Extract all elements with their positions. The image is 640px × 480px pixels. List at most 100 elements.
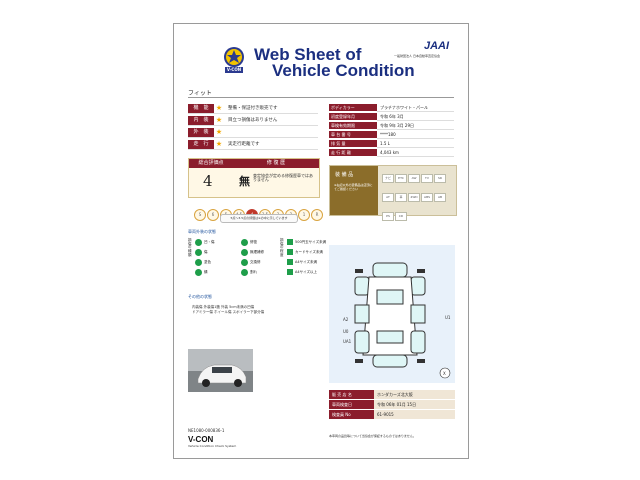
dealer-row: 車両検査日令和 06年 01月 15日 <box>329 400 455 409</box>
rating-label: 内 装 <box>188 116 214 125</box>
rating-text: 整備・保証付き販売です <box>228 106 278 111</box>
equipment-item: ナビ <box>382 174 394 183</box>
rating-star-icon: ★ <box>215 104 223 112</box>
legend-item: 交換修 <box>241 259 261 266</box>
spec-label: 排 気 量 <box>329 140 377 147</box>
spec-value: 令和 9年 3月 29日 <box>377 122 454 130</box>
legend-item-label: カードサイズ未満 <box>295 249 323 254</box>
footer-notice: 本車両の品質等について当協会が保証するものではありません。 <box>329 434 416 438</box>
rating-row: 外 装★ <box>188 128 318 138</box>
diagram-label-u1: U1 <box>445 315 451 320</box>
legend-item-label: 修復 <box>250 240 257 244</box>
legend-size-icon <box>287 269 293 275</box>
specs-block: ボディカラープラチナホワイト・パール初度登録年月令和 6年 3月車検有効期限令和… <box>329 104 455 158</box>
rating-label: 外 装 <box>188 128 214 137</box>
legend-size-icon <box>287 249 293 255</box>
equipment-title-text: 装 備 品 <box>335 172 354 178</box>
rating-label: 走 行 <box>188 140 214 149</box>
vehicle-condition-sheet: V-CON Web Sheet of Vehicle Condition JAA… <box>173 23 469 459</box>
dealer-row: 販 売 店 名ホンダカーズ北大阪 <box>329 390 455 399</box>
legend-dot-icon <box>241 259 248 266</box>
rating-star-icon: ★ <box>215 128 223 136</box>
repair-text: 査定協会が定める修復歴車ではありません <box>253 173 313 183</box>
equipment-item: AB <box>434 193 446 202</box>
jaai-logo: JAAI <box>424 40 450 52</box>
spec-row: 車検有効期限令和 9年 3月 29日 <box>329 122 455 130</box>
equipment-item: SR <box>434 174 446 183</box>
legend-item-label: 交換修 <box>250 260 261 264</box>
legend-item: 塗色 <box>195 259 211 266</box>
dealer-value: 61-9015 <box>374 410 455 419</box>
spec-value: プラチナホワイト・パール <box>377 104 454 112</box>
rating-text: 実走行距離です <box>228 142 260 147</box>
legend-item: A4サイズ以上 <box>287 269 317 275</box>
legend-item: 割れ <box>241 269 257 276</box>
equipment-item: ETC <box>395 174 407 183</box>
legend-group-name: 損傷の程度 <box>280 238 284 257</box>
footer-brand: V-CON <box>188 435 214 444</box>
dealer-value: 令和 06年 01月 15日 <box>374 400 455 409</box>
legend-dot-icon <box>241 269 248 276</box>
rating-text: 目立つ損傷はありません <box>228 118 278 123</box>
legend-item: 修復 <box>241 239 257 246</box>
legend-dot-icon <box>241 239 248 246</box>
equipment-note: ※右記以外の装備品は店頭にてご確認ください <box>334 183 373 191</box>
legend-item: 凹・傷 <box>195 239 215 246</box>
scale-note-text: 5点〜3.5点の評価は※の中に示しています <box>230 216 288 220</box>
page-title-line1: Web Sheet of <box>254 45 362 64</box>
damage-diagram: A2 U0 UA1 U1 X <box>329 245 455 383</box>
diagram-x-mark: X <box>443 371 446 376</box>
legend-dot-icon <box>195 249 202 256</box>
total-score-value: 4 <box>203 172 213 190</box>
legend-item-label: A4サイズ未満 <box>295 259 318 264</box>
legend-item: 傷 <box>195 249 208 256</box>
logo-text: V-CON <box>226 67 242 72</box>
rating-row: 機 能★ 整備・保証付き販売です <box>188 104 318 114</box>
legend-item-label: 錆 <box>204 270 208 274</box>
legend-size-icon <box>287 239 293 245</box>
equipment-item: CD <box>395 212 407 221</box>
ratings-block: 機 能★整備・保証付き販売です内 装★目立つ損傷はありません外 装★走 行★実走… <box>188 104 318 152</box>
score-box: 総合評価点 修 復 歴 4 無 査定協会が定める修復歴車ではありません <box>188 158 320 198</box>
legend-item-label: 無理補修 <box>250 250 264 254</box>
other-title: その他の状態 <box>188 294 212 299</box>
legend-title: 車両外装の状態 <box>188 229 216 234</box>
rating-label: 機 能 <box>188 104 214 113</box>
other-line-2: ドアミラー傷 ホイール傷 スポイラー下部分傷 <box>192 310 265 314</box>
scale-item: 1 <box>298 209 310 221</box>
legend-dot-icon <box>195 239 202 246</box>
legend-item: 錆 <box>195 269 208 276</box>
legend-item-label: 凹・傷 <box>204 240 215 244</box>
spec-label: 車 台 番 号 <box>329 131 377 138</box>
car-name: フィット <box>188 90 212 97</box>
page-title-line2: Vehicle Condition <box>272 61 415 80</box>
legend-size-icon <box>287 259 293 265</box>
jaai-subtitle: 一般財団法人 日本自動車査定協会 <box>394 54 440 58</box>
spec-label: 走 行 距 離 <box>329 149 377 156</box>
scale-item: 6 <box>207 209 219 221</box>
spec-label: ボディカラー <box>329 104 377 111</box>
rating-row: 内 装★目立つ損傷はありません <box>188 116 318 126</box>
legend-item: 無理補修 <box>241 249 264 256</box>
equipment-item: PS <box>382 212 394 221</box>
legend-dot-icon <box>195 269 202 276</box>
spec-value: ****180 <box>377 131 454 139</box>
legend-dot-icon <box>195 259 202 266</box>
dealer-value: ホンダカーズ北大阪 <box>374 390 455 399</box>
diagram-label-ua1: UA1 <box>343 339 352 344</box>
legend-item: カードサイズ未満 <box>287 249 323 255</box>
equipment-item: AT <box>382 193 394 202</box>
legend-item-label: 500円玉サイズ未満 <box>295 239 327 244</box>
diagram-label-a2: A2 <box>343 317 349 322</box>
scale-note: 5点〜3.5点の評価は※の中に示しています <box>220 214 298 223</box>
dealer-label: 販 売 店 名 <box>329 390 374 399</box>
legend-item-label: 割れ <box>250 270 257 274</box>
repair-char: 無 <box>239 175 250 188</box>
legend-item: A4サイズ未満 <box>287 259 317 265</box>
spec-row: 初度登録年月令和 6年 3月 <box>329 113 455 121</box>
equipment-title: 装 備 品 ※右記以外の装備品は店頭にてご確認ください <box>330 166 378 215</box>
